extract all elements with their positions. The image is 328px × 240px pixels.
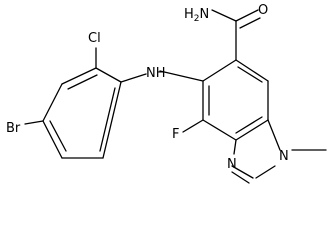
imidazole-n3-label: N	[227, 157, 237, 172]
bond-nh-aryl	[120, 73, 147, 83]
bond-lines	[24, 9, 327, 184]
bond-c2-n3-outer	[231, 165, 254, 179]
bond-n1-c2	[255, 165, 276, 179]
chlorine-label: Cl	[88, 31, 101, 46]
bond-c3a-c4	[202, 119, 237, 141]
bond-c4-f	[182, 119, 204, 133]
bond-c7a-c3a-outer	[235, 119, 269, 141]
bond-aryl-br	[24, 120, 44, 125]
chemical-structure-diagram: H2N O NH Cl Br F N N	[6, 3, 327, 184]
bond-carbonyl-o-outer	[235, 9, 259, 22]
amide-h-subscript: 2	[194, 14, 200, 24]
amide-nh2-label: H2N	[184, 7, 209, 24]
amide-h-symbol: H	[184, 7, 194, 22]
bromine-label: Br	[6, 121, 21, 136]
carbonyl-oxygen-label: O	[258, 3, 268, 18]
bond-n3-c3a	[233, 139, 237, 155]
bond-c5-nh	[159, 70, 204, 82]
bond-c7a-c3a-inner	[235, 116, 263, 134]
bond-carbonyl-o-inner	[239, 17, 261, 29]
bond-aryl-c4-c5	[42, 120, 63, 159]
bond-c6-c7-inner	[237, 66, 263, 83]
imidazole-n1-label: N	[279, 149, 289, 164]
bond-c7a-n1	[267, 119, 281, 151]
bond-aryl-c6-c1	[102, 81, 122, 159]
bond-carbonyl-nh2	[211, 9, 237, 22]
amine-nh-label: NH	[146, 66, 166, 81]
bond-aryl-c1-c2	[95, 67, 122, 83]
bond-c6-c7	[235, 59, 269, 82]
bond-aryl-c4-c5-inner	[49, 120, 67, 152]
bond-aryl-c3-c4	[42, 83, 63, 122]
bond-aryl-c2-c3	[61, 67, 97, 85]
fluorine-label: F	[172, 127, 179, 142]
bond-c2-n3-inner	[231, 171, 250, 184]
amide-n-symbol: N	[200, 7, 210, 22]
bond-aryl-c2-c3-inner	[67, 74, 98, 90]
bond-c5-c6	[202, 59, 237, 82]
atom-labels: H2N O NH Cl Br F N N	[6, 3, 289, 172]
bond-aryl-c6-c1-inner	[99, 87, 116, 152]
